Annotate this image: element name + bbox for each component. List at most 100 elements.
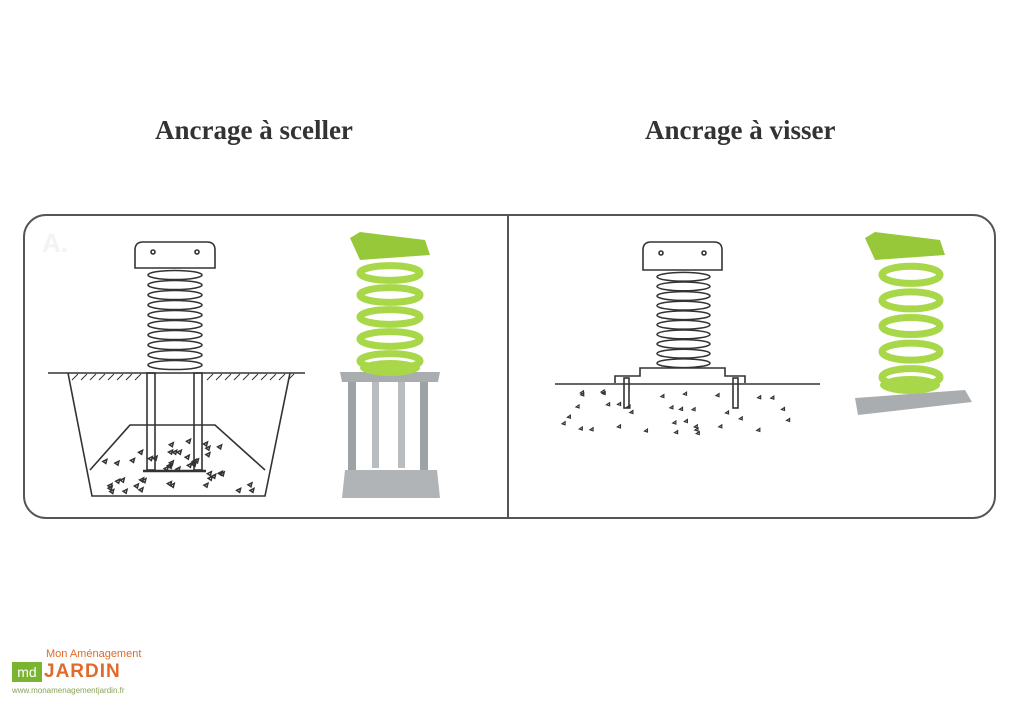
spring-coil — [147, 329, 203, 341]
spring-coil — [656, 271, 711, 282]
ground-hatch — [251, 373, 259, 381]
concrete-chip — [106, 484, 114, 492]
ground-chip — [785, 417, 791, 423]
concrete-chip — [167, 441, 175, 448]
ground-chip — [724, 409, 730, 415]
spring-coil — [878, 339, 944, 364]
ground-hatch — [107, 373, 115, 381]
ground-hatch — [125, 373, 133, 381]
title-visser: Ancrage à visser — [645, 115, 836, 145]
concrete-chip — [190, 460, 198, 468]
spring-coil — [656, 338, 711, 350]
concrete-chip — [248, 487, 256, 494]
concrete-chip — [210, 472, 217, 480]
concrete-chip — [204, 451, 211, 458]
spring-coil — [656, 300, 711, 311]
spring-coil — [147, 299, 203, 311]
ground-chip — [717, 423, 723, 429]
concrete-chip — [151, 454, 159, 462]
spring-coil — [147, 359, 203, 371]
concrete-chip — [205, 470, 213, 477]
ground-chip — [668, 404, 674, 410]
concrete-chip — [202, 481, 210, 489]
concrete-chip — [175, 448, 183, 456]
ground-hatch — [269, 373, 277, 381]
ground-chip — [605, 401, 611, 407]
ground-chip — [625, 403, 631, 409]
ground-hatch — [287, 373, 295, 381]
spring-coil — [147, 319, 203, 331]
spring-coil — [147, 289, 203, 301]
spring-coil — [147, 279, 203, 291]
spring-base — [360, 360, 420, 376]
ground-chip — [737, 415, 743, 421]
panel-frame — [23, 214, 996, 519]
concrete-chip — [162, 465, 170, 472]
ground-hatch — [134, 373, 142, 381]
concrete-chip — [183, 453, 191, 461]
ground-chip — [714, 392, 720, 398]
spring-coil — [656, 290, 711, 302]
concrete-chip — [137, 486, 145, 493]
logo-url: www.monamenagementjardin.fr — [12, 686, 125, 695]
panel-label: A. — [42, 228, 68, 258]
concrete-chip — [137, 448, 144, 456]
concrete-chip — [171, 448, 178, 456]
ground-chip — [769, 394, 775, 400]
spring-coil — [656, 310, 711, 321]
spring-coil — [147, 339, 203, 351]
visser-drawing — [555, 241, 820, 436]
ground-chip — [682, 391, 688, 397]
spring-coil — [878, 262, 944, 287]
spring-coil — [147, 349, 203, 361]
concrete-chip — [113, 459, 121, 467]
concrete-chip — [216, 443, 223, 451]
logo-tagline: Mon Aménagement — [46, 648, 142, 660]
concrete-chip — [165, 480, 173, 487]
concrete-chip — [132, 482, 140, 490]
concrete-chip — [201, 440, 209, 448]
ground-hatch — [71, 373, 79, 381]
concrete-chip — [185, 461, 193, 469]
ground-hatch — [233, 373, 241, 381]
ground-chip — [673, 429, 679, 435]
sceller-product-photo — [340, 232, 440, 498]
concrete-chip — [204, 444, 211, 452]
ground-chip — [577, 425, 583, 431]
concrete-chip — [101, 458, 108, 465]
ground-chip — [628, 409, 634, 415]
concrete-chip — [167, 459, 175, 467]
spring-coil — [656, 281, 711, 292]
concrete-chip — [108, 488, 115, 495]
concrete-chip — [246, 481, 254, 488]
spring-coil — [656, 329, 711, 340]
concrete-chip — [146, 455, 154, 462]
spring-coil — [356, 284, 424, 306]
ground-chip — [694, 430, 700, 436]
ground-hatch — [80, 373, 88, 381]
logo-mark: md — [12, 662, 42, 682]
concrete-chip — [235, 486, 242, 494]
ground-chip — [579, 391, 585, 397]
ground-chip — [671, 419, 677, 425]
title-sceller: Ancrage à sceller — [155, 115, 353, 145]
concrete-chip — [185, 437, 192, 445]
ground-chip — [693, 426, 699, 432]
ground-hatch — [98, 373, 106, 381]
spring-coil — [356, 306, 424, 328]
concrete-chip — [174, 465, 182, 473]
concrete-chip — [165, 462, 173, 469]
ground-chip — [599, 388, 605, 394]
ground-chip — [683, 418, 689, 424]
spring-coil — [356, 262, 424, 284]
concrete-chip — [129, 457, 136, 464]
ground-chip — [560, 420, 566, 426]
ground-hatch — [89, 373, 97, 381]
concrete-chip — [168, 481, 176, 489]
concrete-chip — [206, 474, 214, 482]
spring-base — [880, 376, 940, 394]
logo-brand: JARDIN — [44, 661, 121, 682]
ground-hatch — [215, 373, 223, 381]
concrete-chip — [216, 469, 224, 477]
